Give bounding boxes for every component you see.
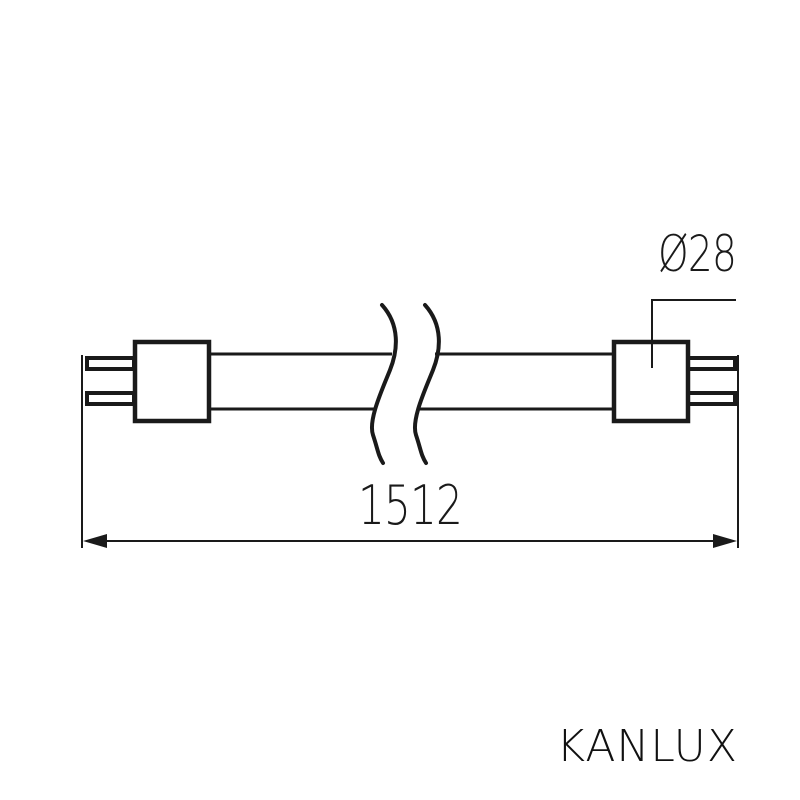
right-arrowhead [713, 534, 737, 548]
left-arrowhead [83, 534, 107, 548]
left-pins [85, 356, 136, 406]
length-dimension-label: 1512 [358, 474, 463, 537]
tube-body-left [211, 352, 392, 411]
tube-body-right [418, 352, 612, 411]
break-symbol-right [413, 303, 441, 465]
break-symbol-left [370, 303, 398, 465]
diameter-dimension-label: Ø28 [658, 225, 737, 283]
diameter-leader-line [651, 299, 736, 368]
brand-logo-text: KANLUX [556, 721, 738, 772]
right-pins [686, 356, 737, 406]
left-end-cap [132, 339, 212, 424]
